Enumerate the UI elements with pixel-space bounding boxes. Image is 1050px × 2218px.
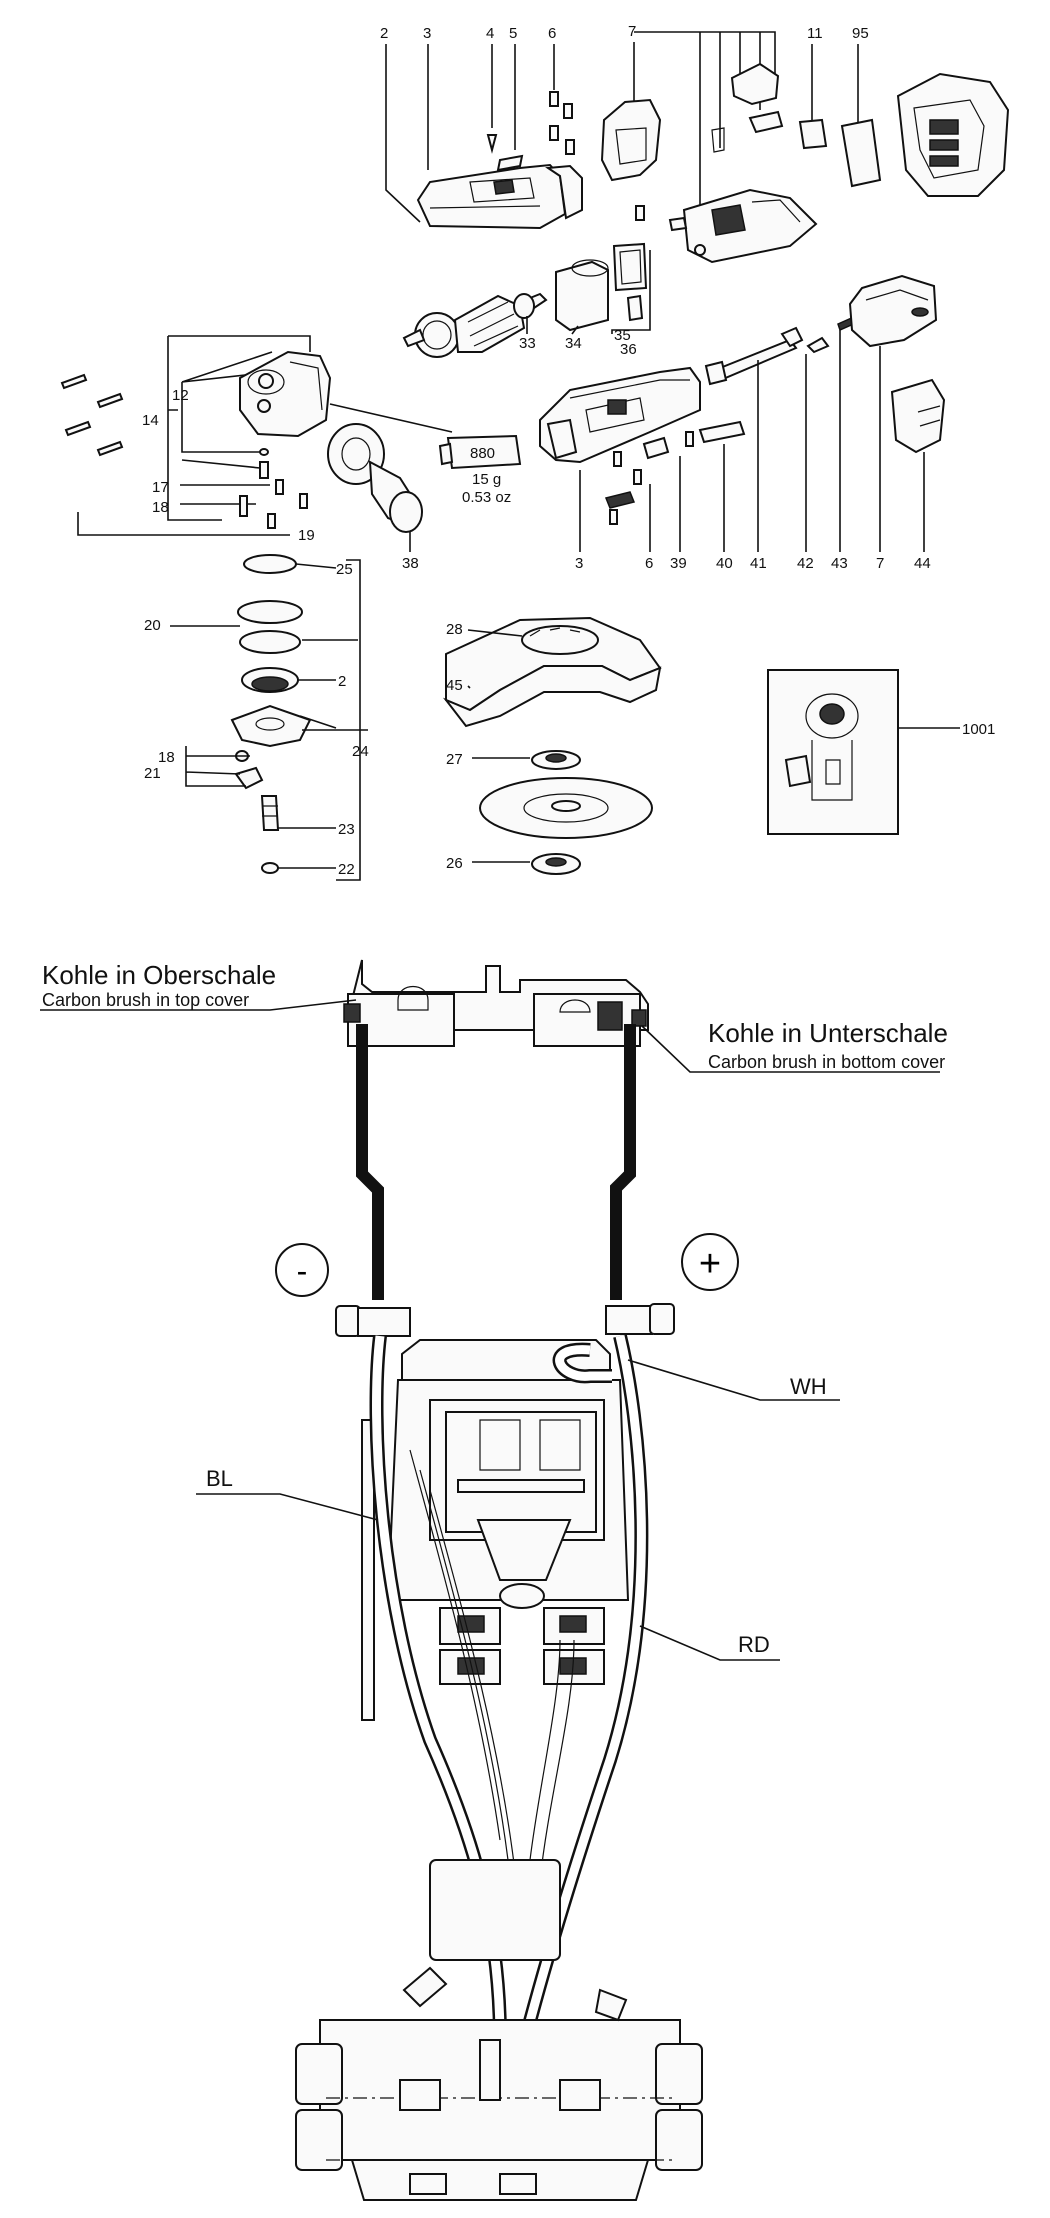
pn-39: 39 <box>670 555 687 572</box>
pn-43: 43 <box>831 555 848 572</box>
gear-stack <box>230 554 312 874</box>
pn-28: 28 <box>446 621 463 638</box>
part-6-screws <box>549 91 575 155</box>
terminal-plus <box>605 1303 675 1335</box>
pn-26: 26 <box>446 855 463 872</box>
part-7-switch-cover <box>600 62 784 182</box>
electronics-module <box>361 1339 630 1721</box>
pn-4: 4 <box>486 25 494 42</box>
label-top-brush-de: Kohle in Oberschale <box>42 960 276 990</box>
pn-45: 45 <box>446 677 463 694</box>
pn-27: 27 <box>446 751 463 768</box>
part-7-electronics <box>635 188 818 264</box>
pn-23: 23 <box>338 821 355 838</box>
pn-2: 2 <box>380 25 388 42</box>
pn-6: 6 <box>548 25 556 42</box>
part-7-rear-cap <box>848 274 938 348</box>
part-3-top-housing <box>416 163 583 230</box>
pn-33: 33 <box>519 335 536 352</box>
pn-25: 25 <box>336 561 353 578</box>
pn-12: 12 <box>172 387 189 404</box>
pn-38: 38 <box>402 555 419 572</box>
brush-holder-right <box>533 993 647 1047</box>
flange-27 <box>531 750 581 770</box>
gear-head-housing <box>239 350 332 438</box>
wiring-diagram: - + <box>40 959 948 2201</box>
pn-3: 3 <box>423 25 431 42</box>
label-top-brush-en: Carbon brush in top cover <box>42 990 249 1010</box>
part-6-lock <box>604 491 636 509</box>
grease-tube-880: 880 15 g 0.53 oz <box>329 403 522 506</box>
battery-connector-base <box>295 1859 703 2201</box>
plus-sign: + <box>699 1243 721 1285</box>
part-33-bearing <box>513 293 535 319</box>
grinding-disc <box>479 777 653 839</box>
part-41-switch-rod <box>704 326 804 386</box>
wheel-guard <box>442 616 662 728</box>
pn-21: 21 <box>144 765 161 782</box>
wire-left-vertical <box>356 1024 384 1300</box>
minus-circle <box>275 1243 329 1297</box>
pn-20: 20 <box>144 617 161 634</box>
minus-sign: - <box>297 1253 308 1289</box>
pn-18b: 18 <box>158 749 175 766</box>
part-6-screws-lower <box>609 431 694 525</box>
pn-40: 40 <box>716 555 733 572</box>
pn-7: 7 <box>628 23 636 40</box>
pn-19: 19 <box>298 527 315 544</box>
part-42-latch <box>806 336 830 354</box>
pn-880: 880 <box>470 445 495 462</box>
part-5-plate <box>496 154 524 172</box>
pn-18: 18 <box>152 499 169 516</box>
inset-1001: 1001 <box>767 669 995 835</box>
battery-pack <box>896 72 1010 197</box>
part-40-pad <box>698 420 746 444</box>
part-11-pad <box>798 118 828 150</box>
terminal-minus <box>335 1305 411 1337</box>
pn-6b: 6 <box>645 555 653 572</box>
pn-3b: 3 <box>575 555 583 572</box>
pn-7b: 7 <box>876 555 884 572</box>
pn-35: 35 <box>614 327 631 344</box>
part-44-grip <box>890 378 946 454</box>
label-wire-blue: BL <box>206 1466 233 1491</box>
pn-44: 44 <box>914 555 931 572</box>
small-gear-parts <box>239 448 308 529</box>
part-35-36-brush-holder <box>612 242 648 322</box>
pn-42: 42 <box>797 555 814 572</box>
pn-95: 95 <box>852 25 869 42</box>
label-wire-white: WH <box>790 1374 827 1399</box>
pn-24: 24 <box>352 743 369 760</box>
wire-right-vertical <box>610 1024 636 1300</box>
pn-34: 34 <box>565 335 582 352</box>
pn-5: 5 <box>509 25 517 42</box>
pn-22: 22 <box>338 861 355 878</box>
part-34-sleeve <box>555 259 609 332</box>
part-19-screws <box>60 373 124 457</box>
pn-41: 41 <box>750 555 767 572</box>
part-39-button <box>642 436 670 460</box>
label-bottom-brush-en: Carbon brush in bottom cover <box>708 1052 945 1072</box>
part-3-bottom-housing <box>539 366 701 464</box>
grease-weight-oz: 0.53 oz <box>462 489 511 506</box>
exploded-view: 2 3 4 5 6 7 11 95 <box>60 23 1010 881</box>
part-95-plate <box>840 118 882 188</box>
nut-26 <box>531 853 581 875</box>
pn-17: 17 <box>152 479 169 496</box>
part-4-pin <box>486 134 498 154</box>
pn-36: 36 <box>620 341 637 358</box>
grease-weight-g: 15 g <box>472 471 501 488</box>
label-wire-red: RD <box>738 1632 770 1657</box>
pn-2b: 2 <box>338 673 346 690</box>
label-bottom-brush-de: Kohle in Unterschale <box>708 1018 948 1048</box>
pn-14: 14 <box>142 412 159 429</box>
plus-circle <box>681 1233 739 1291</box>
pn-1001: 1001 <box>962 721 995 738</box>
pn-11: 11 <box>807 25 823 42</box>
part-38-side-handle: 38 <box>327 423 423 572</box>
